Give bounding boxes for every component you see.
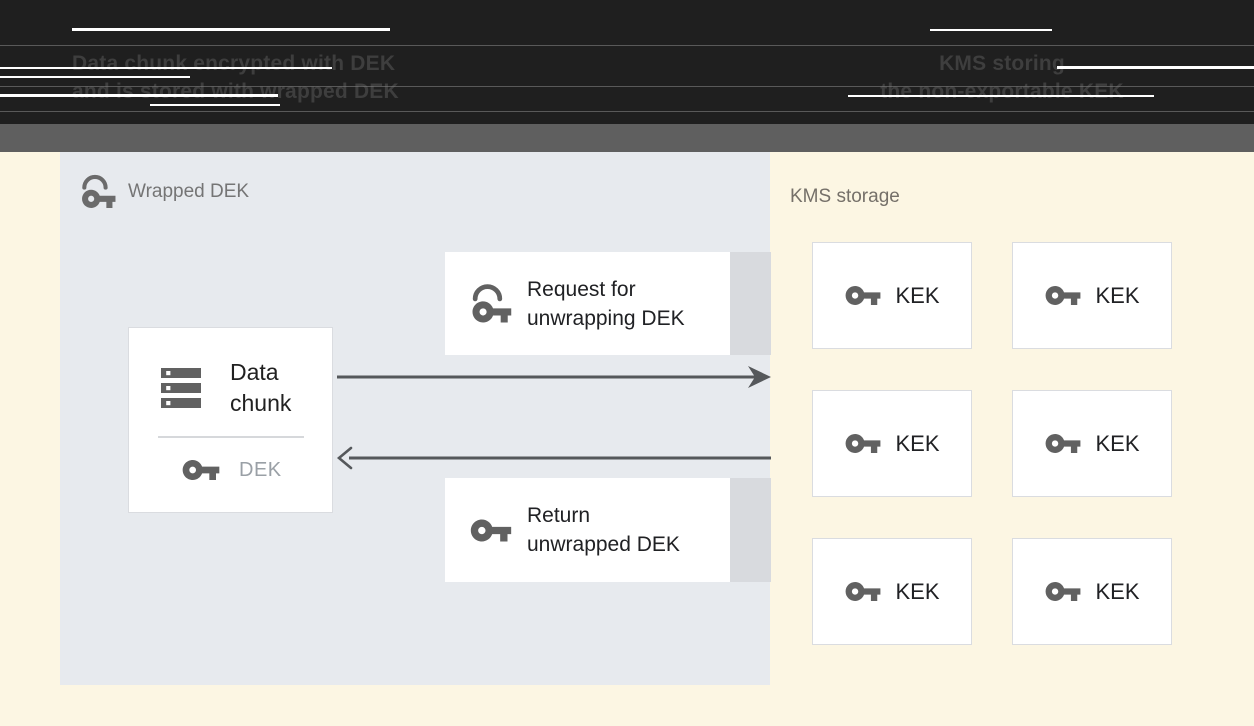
left-caption-line1: Data chunk encrypted with DEK	[72, 52, 396, 75]
glitch-line	[0, 45, 1254, 46]
right-caption-line2: the non-exportable KEK	[880, 80, 1124, 103]
kek-card: KEK	[812, 242, 972, 349]
return-box-line2: unwrapped DEK	[527, 533, 680, 556]
kms-storage-label: KMS storage	[790, 186, 900, 207]
data-chunk-card: Data chunk DEK	[128, 327, 333, 513]
wrapped-key-icon	[472, 283, 512, 322]
kek-card: KEK	[1012, 242, 1172, 349]
header-band: Data chunk encrypted with DEK and is sto…	[0, 0, 1254, 124]
window-chrome-strip	[0, 124, 1254, 152]
kek-label: KEK	[895, 430, 940, 456]
return-box-text: Return unwrapped DEK	[527, 501, 680, 559]
data-chunk-title: Data chunk	[230, 357, 291, 419]
data-chunk-stack-icon	[161, 368, 201, 408]
glitch-line	[930, 29, 1052, 31]
dek-row: DEK	[181, 458, 282, 482]
glitch-line	[150, 104, 280, 106]
key-icon	[846, 286, 881, 305]
key-icon	[846, 582, 881, 601]
request-box-line2: unwrapping DEK	[527, 306, 685, 330]
kek-card: KEK	[1012, 538, 1172, 645]
key-icon	[1046, 286, 1081, 305]
glitch-line	[0, 67, 332, 69]
kek-label: KEK	[1095, 430, 1140, 456]
return-unwrapped-box: Return unwrapped DEK	[445, 478, 730, 582]
kek-card: KEK	[812, 390, 972, 497]
request-box-line1: Request for	[527, 277, 636, 301]
key-icon	[1046, 434, 1081, 453]
key-icon	[182, 460, 220, 480]
return-box-line1: Return	[527, 504, 591, 527]
request-unwrap-box: Request for unwrapping DEK	[445, 252, 730, 355]
data-chunk-row: Data chunk	[157, 357, 291, 419]
request-arrow	[337, 366, 771, 388]
return-box-tail	[730, 478, 771, 582]
kek-label: KEK	[1095, 282, 1140, 308]
card-divider	[158, 436, 304, 438]
right-caption: KMS storing the non-exportable KEK	[852, 50, 1152, 106]
kek-card: KEK	[812, 538, 972, 645]
kek-label: KEK	[1095, 578, 1140, 604]
key-icon	[470, 519, 512, 541]
glitch-line	[0, 86, 1254, 87]
data-chunk-title-line1: Data	[230, 359, 279, 385]
kek-card: KEK	[1012, 390, 1172, 497]
wrapped-dek-zone-label: Wrapped DEK	[79, 173, 249, 211]
glitch-line	[1057, 66, 1254, 69]
glitch-line	[0, 94, 278, 97]
wrapped-dek-zone-label-text: Wrapped DEK	[128, 181, 250, 202]
wrapped-key-icon	[82, 174, 116, 208]
key-icon	[846, 434, 881, 453]
glitch-line	[0, 76, 190, 78]
key-icon	[1046, 582, 1081, 601]
glitch-line	[848, 95, 1154, 97]
left-caption-line2: and is stored with wrapped DEK	[72, 80, 399, 103]
return-arrow	[336, 446, 771, 470]
glitch-line	[72, 28, 390, 31]
kek-label: KEK	[895, 282, 940, 308]
right-caption-line1: KMS storing	[939, 52, 1065, 75]
request-box-tail	[730, 252, 771, 355]
glitch-line	[0, 111, 1254, 112]
left-caption: Data chunk encrypted with DEK and is sto…	[72, 50, 399, 106]
dek-label: DEK	[239, 458, 282, 481]
kek-label: KEK	[895, 578, 940, 604]
request-box-text: Request for unwrapping DEK	[527, 275, 685, 333]
data-chunk-title-line2: chunk	[230, 390, 292, 416]
